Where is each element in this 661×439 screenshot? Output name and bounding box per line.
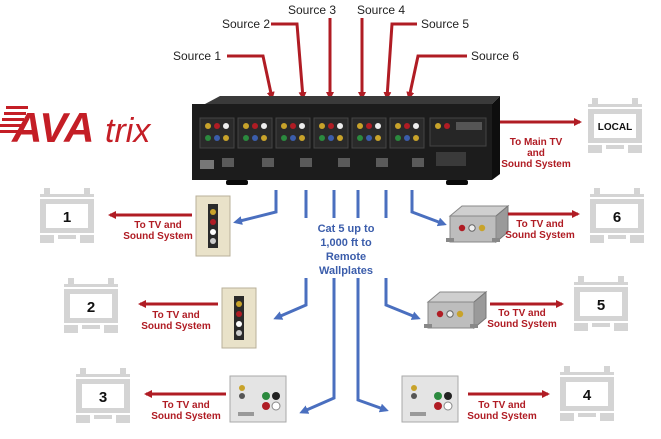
zone-5-number: 5 — [597, 297, 605, 314]
logo-text-ava: AVA — [11, 104, 94, 151]
main-label-line3: Sound System — [501, 159, 571, 170]
zone-4-wallplate — [401, 375, 459, 423]
cable-zone-6 — [410, 190, 447, 227]
switcher-input-panels — [199, 117, 487, 149]
source-label-6: Source 6 — [471, 49, 519, 63]
source-label-1: Source 1 — [173, 49, 221, 63]
zone-2-wallplate — [221, 287, 257, 349]
cat5-label-bg — [304, 218, 388, 278]
cat5-label-line2: 1,000 ft to — [320, 237, 372, 249]
main-label-line2: and — [527, 148, 545, 159]
zone-1: To TV and Sound System 1 — [40, 188, 231, 257]
source-2-arrow — [271, 22, 307, 100]
main-label-line1: To Main TV — [510, 137, 563, 148]
switcher-label-plate — [200, 160, 214, 169]
logo-text-trix: trix — [105, 112, 151, 150]
zone-1-label-line1: To TV and — [134, 220, 182, 231]
zone-6-number: 6 — [613, 209, 621, 226]
zone-1-tv-icon: 1 — [40, 188, 94, 243]
zone-6-label-line2: Sound System — [505, 230, 575, 241]
zone-3-wallplate — [229, 375, 287, 423]
zone-3-tv-icon: 3 — [76, 368, 130, 423]
cat5-label-line3: Remote — [326, 251, 366, 263]
zone-6-tv-icon: 6 — [590, 188, 644, 243]
main-output-label: To Main TV and Sound System — [501, 137, 571, 170]
zone-3-number: 3 — [99, 389, 107, 406]
source-label-2: Source 2 — [222, 17, 270, 31]
avatrix-logo: AVA trix — [0, 104, 151, 151]
source-label-5: Source 5 — [421, 17, 469, 31]
zone-4-label-line1: To TV and — [478, 400, 526, 411]
zone-2-label-line2: Sound System — [141, 321, 211, 332]
zone-5-label-line2: Sound System — [487, 319, 557, 330]
cat5-label-line4: Wallplates — [319, 265, 373, 277]
switcher-badge — [436, 152, 466, 166]
zone-3-label-line2: Sound System — [151, 411, 221, 422]
switcher-feet — [226, 180, 468, 185]
zone-5: To TV and Sound System 5 — [423, 276, 628, 331]
zone-5-receiver-box — [423, 291, 487, 329]
zone-2-tv-icon: 2 — [64, 278, 118, 333]
source-label-3: Source 3 — [288, 3, 336, 17]
source-1-arrow — [227, 54, 275, 100]
cable-zone-2 — [273, 190, 308, 320]
logo-speed-lines — [0, 106, 28, 133]
zone-6-receiver-box — [445, 205, 509, 243]
source-label-4: Source 4 — [357, 3, 405, 17]
cat5-label-line1: Cat 5 up to — [318, 223, 375, 235]
zone-6-label-line1: To TV and — [516, 219, 564, 230]
zone-2-label-line1: To TV and — [152, 310, 200, 321]
zone-2: To TV and Sound System 2 — [64, 278, 257, 349]
zone-4-tv-icon: 4 — [560, 366, 614, 421]
switcher-rj45-ports — [222, 158, 424, 167]
zone-3-label-line1: To TV and — [162, 400, 210, 411]
local-tv-icon: LOCAL — [588, 98, 642, 153]
cat5-label: Cat 5 up to 1,000 ft to Remote Wallplate… — [318, 223, 375, 277]
zone-5-label-line1: To TV and — [498, 308, 546, 319]
zone-3: To TV and Sound System 3 — [76, 368, 287, 423]
zone-1-number: 1 — [63, 209, 71, 226]
local-label: LOCAL — [598, 122, 632, 133]
zone-4: To TV and Sound System 4 — [401, 366, 614, 423]
source-6-arrow — [406, 54, 467, 100]
switcher-connectors — [205, 122, 482, 141]
zone-4-number: 4 — [583, 387, 592, 404]
source-labels: Source 1 Source 2 Source 3 Source 4 Sour… — [173, 3, 519, 63]
zone-6: To TV and Sound System 6 — [445, 188, 644, 243]
source-5-arrow — [383, 22, 417, 100]
zone-1-wallplate — [195, 195, 231, 257]
zone-5-tv-icon: 5 — [574, 276, 628, 331]
source-arrows — [227, 18, 467, 100]
zone-1-label-line2: Sound System — [123, 231, 193, 242]
matrix-switcher — [192, 96, 500, 185]
zone-2-number: 2 — [87, 299, 95, 316]
cable-zone-1 — [233, 190, 278, 225]
zone-4-label-line2: Sound System — [467, 411, 537, 422]
